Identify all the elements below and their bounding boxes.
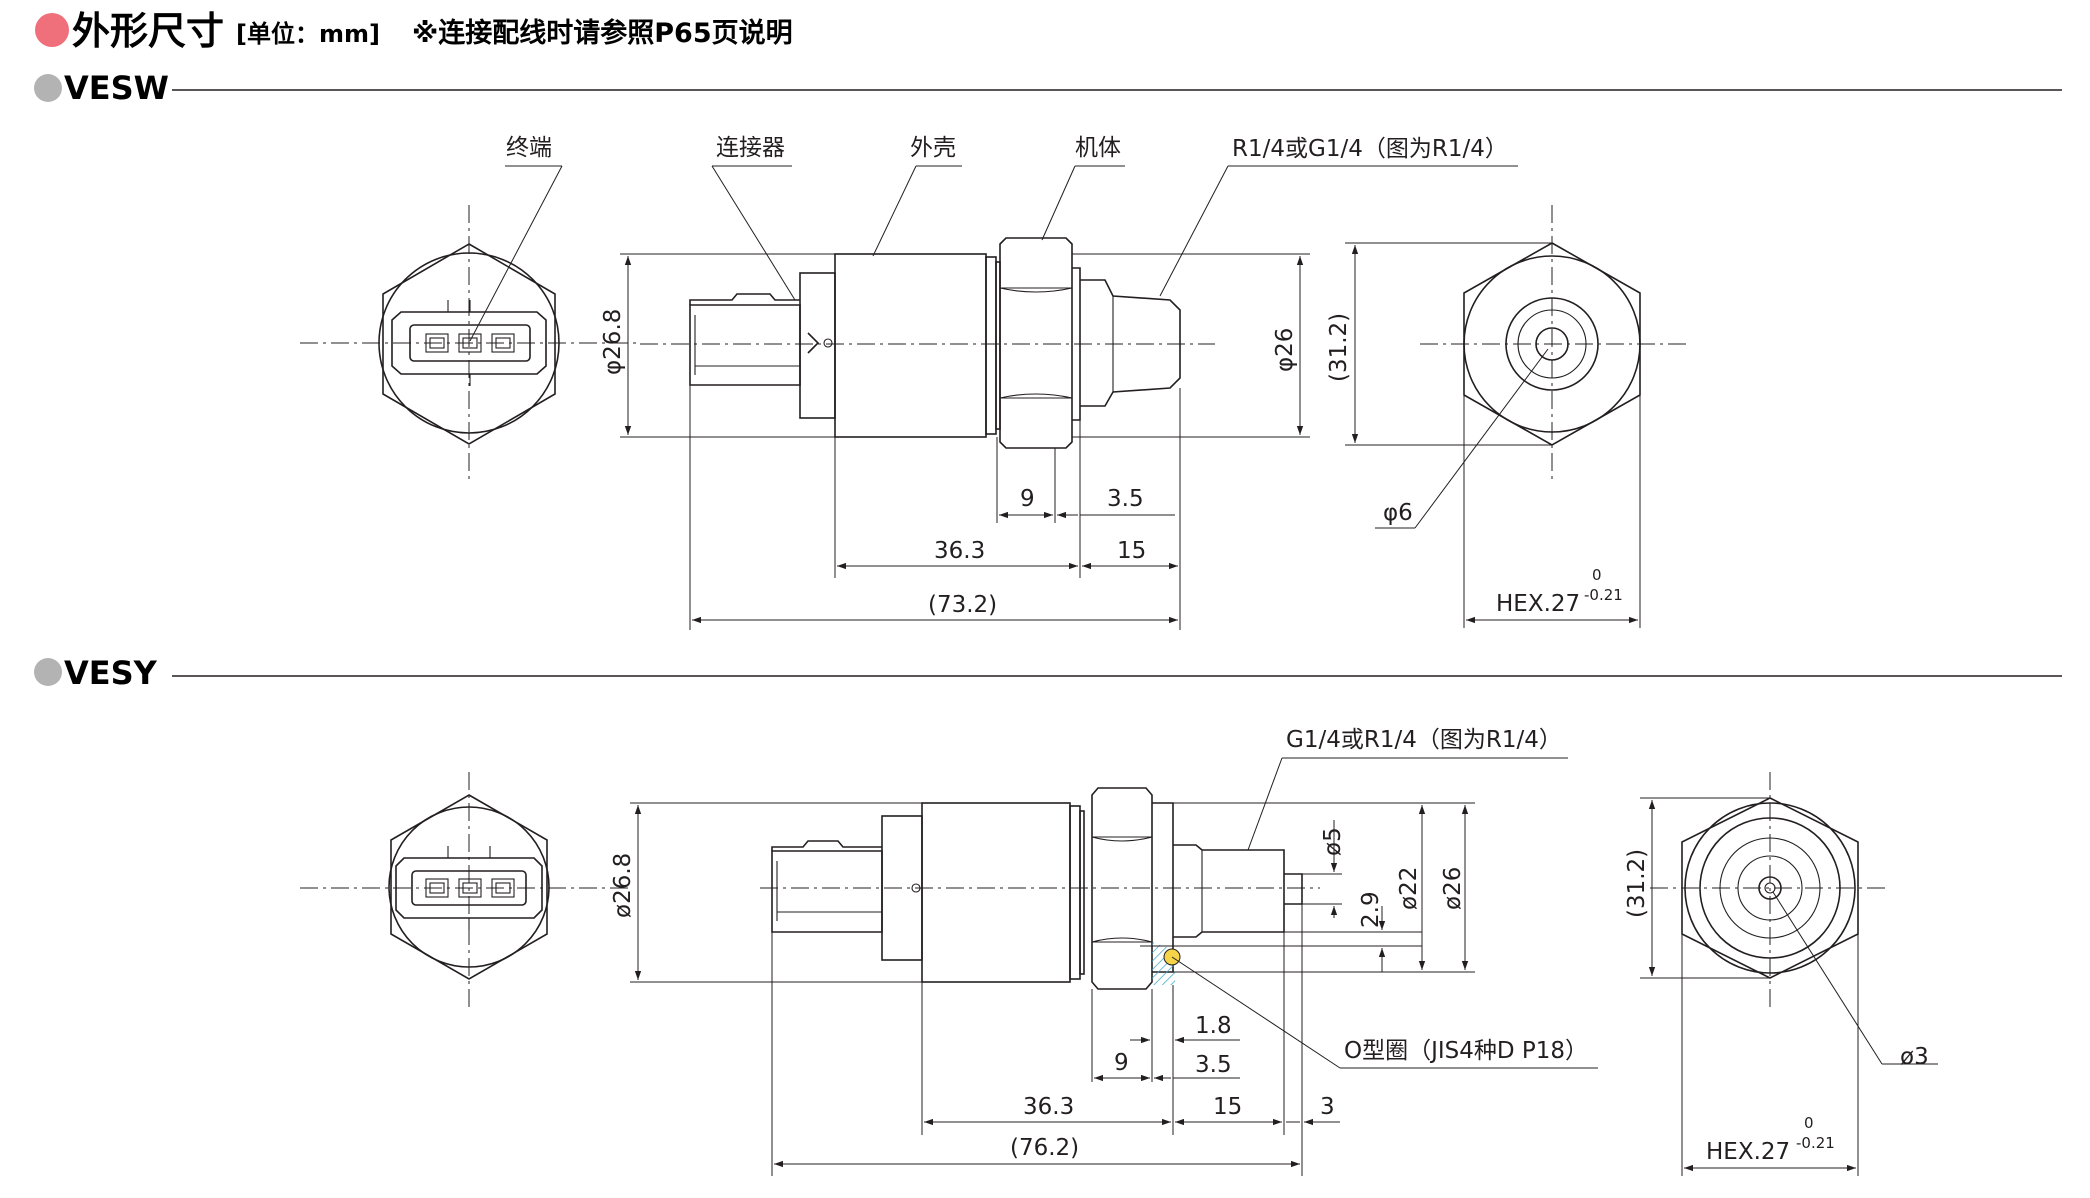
vesw-connector-end-view: 终端 (300, 135, 638, 480)
dim-width-15: 15 (1213, 1094, 1242, 1120)
dim-width-9: 9 (1020, 486, 1035, 512)
label-connector: 连接器 (716, 135, 785, 161)
dim-width-9: 9 (1114, 1050, 1129, 1076)
hex-tolerance-upper: 0 (1804, 1114, 1814, 1132)
page-title: 外形尺寸 (72, 9, 224, 53)
dim-width-36-3: 36.3 (1023, 1094, 1074, 1120)
vesy-connector-end-view (300, 772, 628, 1010)
dim-total-length: (73.2) (928, 592, 997, 618)
dim-total-length: (76.2) (1010, 1135, 1079, 1161)
vesw-side-view: φ26.8 φ26 连接器 外壳 机体 R1/4或G1/4（图为R1/4） 9 … (600, 135, 1518, 630)
dim-height-side: (31.2) (1326, 313, 1352, 382)
dim-width-3-5: 3.5 (1195, 1052, 1232, 1078)
section-bullet (34, 658, 62, 686)
vesw-port-end-view: (31.2) φ6 HEX.27 0 -0.21 (1326, 205, 1690, 628)
page-header: 外形尺寸 [单位：mm] ※连接配线时请参照P65页说明 (35, 9, 793, 53)
dim-diameter-22: ø22 (1396, 867, 1422, 910)
dim-width-15: 15 (1117, 538, 1146, 564)
dim-hole-diameter: φ6 (1383, 500, 1413, 526)
label-thread: G1/4或R1/4（图为R1/4） (1286, 727, 1562, 753)
dim-width-1-8: 1.8 (1195, 1013, 1232, 1039)
section-bullet (34, 74, 62, 102)
label-oring: O型圈（JIS4种D P18） (1344, 1038, 1588, 1064)
dim-height-2-9: 2.9 (1358, 891, 1384, 928)
dim-hole-diameter: ø3 (1900, 1044, 1929, 1070)
unit-label: [单位：mm] (236, 20, 380, 48)
section-header-vesy: VESY (34, 654, 2062, 692)
vesy-side-view: ø26.8 ø5 2.9 ø22 ø26 G1/4或R1/4（图为R1/4） O… (610, 727, 1598, 1176)
dim-hex: HEX.27 (1496, 591, 1580, 617)
dim-width-36-3: 36.3 (934, 538, 985, 564)
dim-diameter-5: ø5 (1320, 827, 1346, 856)
model-name: VESY (64, 654, 158, 692)
dim-diameter-connector: φ26.8 (600, 309, 626, 375)
section-header-vesw: VESW (34, 69, 2062, 107)
model-name: VESW (64, 69, 169, 107)
dim-diameter-body: φ26 (1272, 328, 1298, 372)
label-body: 机体 (1075, 135, 1121, 161)
title-bullet (35, 13, 69, 47)
dim-diameter-connector: ø26.8 (610, 853, 636, 918)
dim-height-side: (31.2) (1624, 849, 1650, 918)
hex-tolerance-lower: -0.21 (1796, 1134, 1835, 1152)
label-thread: R1/4或G1/4（图为R1/4） (1232, 136, 1508, 162)
hex-tolerance-lower: -0.21 (1584, 586, 1623, 604)
hex-tolerance-upper: 0 (1592, 566, 1602, 584)
wiring-note: ※连接配线时请参照P65页说明 (412, 17, 793, 49)
label-terminal: 终端 (506, 135, 552, 161)
dim-hex: HEX.27 (1706, 1139, 1790, 1165)
dim-width-3: 3 (1320, 1094, 1335, 1120)
vesy-port-end-view: (31.2) ø3 HEX.27 0 -0.21 (1624, 772, 1938, 1176)
label-shell: 外壳 (910, 135, 956, 161)
dim-diameter-26: ø26 (1440, 867, 1466, 910)
dim-width-3-5: 3.5 (1107, 486, 1144, 512)
